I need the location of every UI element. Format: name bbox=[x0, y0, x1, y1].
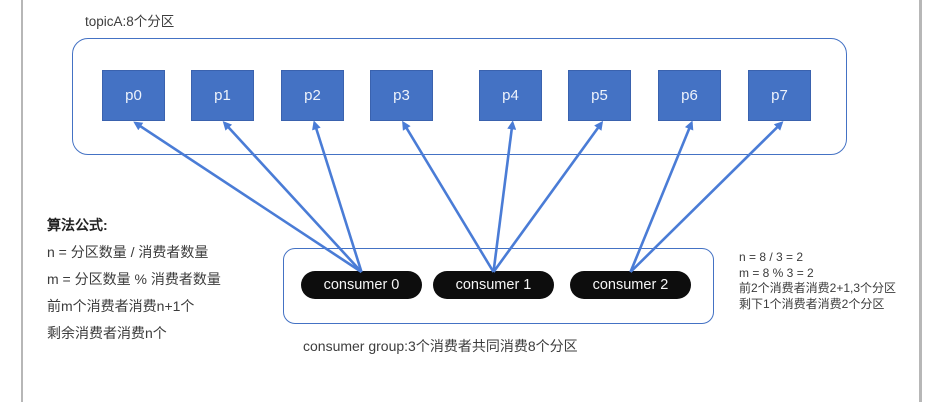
partition-box: p3 bbox=[370, 70, 433, 121]
algorithm-title: 算法公式: bbox=[47, 217, 108, 233]
algorithm-notes: 算法公式: n = 分区数量 / 消费者数量 m = 分区数量 % 消费者数量前m… bbox=[47, 212, 287, 347]
page-edge-left bbox=[21, 0, 23, 402]
consumer-group-caption: consumer group:3个消费者共同消费8个分区 bbox=[303, 338, 578, 354]
partition-box: p4 bbox=[479, 70, 542, 121]
example-line: m = 8 % 3 = 2 bbox=[739, 265, 814, 280]
partition-box: p2 bbox=[281, 70, 344, 121]
algorithm-line: n = 分区数量 / 消费者数量 bbox=[47, 244, 209, 260]
topic-title: topicA:8个分区 bbox=[85, 14, 175, 29]
example-line: n = 8 / 3 = 2 bbox=[739, 250, 804, 264]
partition-box: p5 bbox=[568, 70, 631, 121]
page-edge-right bbox=[919, 0, 922, 402]
algorithm-line: 剩余消费者消费n个 bbox=[47, 325, 167, 341]
consumer-pill: consumer 2 bbox=[570, 271, 691, 299]
consumer-pill: consumer 0 bbox=[301, 271, 422, 299]
partition-box: p1 bbox=[191, 70, 254, 121]
partition-box: p0 bbox=[102, 70, 165, 121]
partition-box: p6 bbox=[658, 70, 721, 121]
algorithm-line: 前m个消费者消费n+1个 bbox=[47, 298, 195, 314]
partition-box: p7 bbox=[748, 70, 811, 121]
example-line: 剩下1个消费者消费2个分区 bbox=[739, 296, 885, 311]
consumer-pill: consumer 1 bbox=[433, 271, 554, 299]
example-line: 前2个消费者消费2+1,3个分区 bbox=[739, 281, 897, 295]
algorithm-lines: n = 分区数量 / 消费者数量 m = 分区数量 % 消费者数量前m个消费者消费… bbox=[47, 239, 287, 347]
algorithm-line: m = 分区数量 % 消费者数量 bbox=[47, 271, 221, 287]
